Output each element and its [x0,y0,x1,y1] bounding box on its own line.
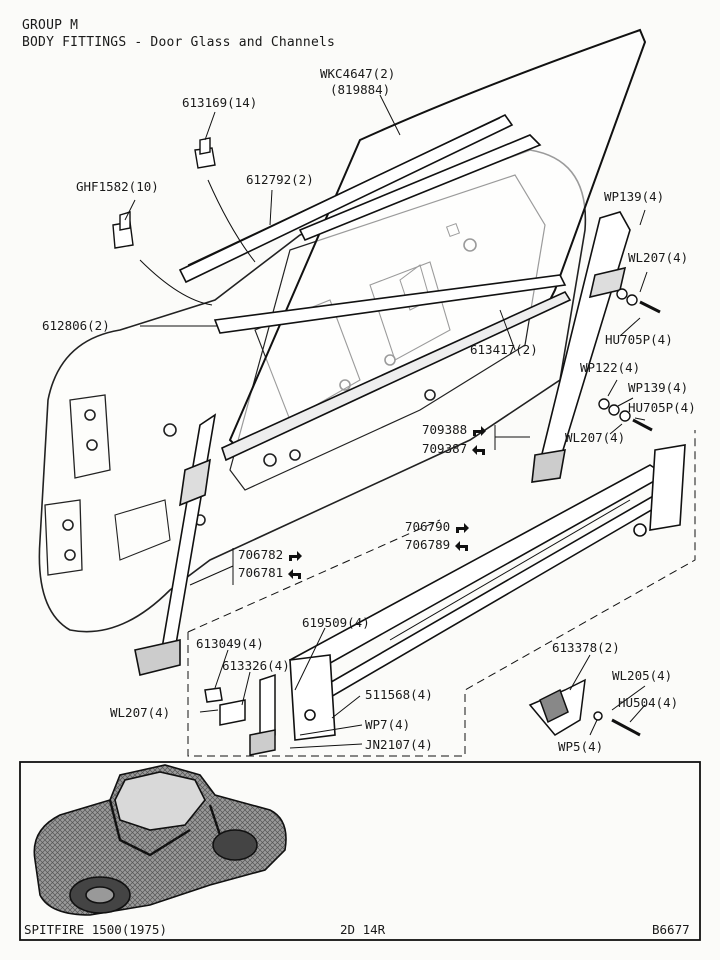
label-706790: 706790 [405,520,470,534]
left-hand-arrow-icon [472,444,486,455]
label-819884: (819884) [330,82,391,97]
label-hu705p-upper: HU705P(4) [605,332,673,347]
label-ghf1582: GHF1582(10) [76,179,159,194]
label-wp122: WP122(4) [580,360,641,375]
group-heading: GROUP M [22,18,79,33]
label-511568: 511568(4) [365,687,433,702]
label-jn2107: JN2107(4) [365,737,433,752]
label-613326: 613326(4) [222,658,290,673]
car-illustration [33,764,287,916]
left-hand-arrow-icon [455,540,469,551]
label-706782-text: 706782 [238,547,284,562]
clip-ghf1582 [112,211,134,249]
footer-code: 2D 14R [340,922,386,937]
label-709387: 709387 [422,442,487,456]
label-wp7: WP7(4) [365,717,411,732]
regulator-group-boundary [187,430,696,757]
right-hand-arrow-icon [289,550,303,561]
label-706782: 706782 [238,548,303,562]
label-709388-text: 709388 [422,422,468,437]
leader-lines [124,94,648,749]
page-title: BODY FITTINGS - Door Glass and Channels [22,35,336,50]
glass-lift-channel [213,274,572,462]
label-613049: 613049(4) [196,636,264,651]
clip-613169 [194,137,216,169]
label-613417: 613417(2) [470,342,538,357]
door-glass [228,28,647,447]
label-706790-text: 706790 [405,519,451,534]
label-hu705p-mid: HU705P(4) [628,400,696,415]
label-709388: 709388 [422,423,487,437]
hardware-upper [598,288,661,432]
glass-top-channel [178,113,542,284]
right-hand-arrow-icon [456,522,470,533]
label-612792: 612792(2) [246,172,314,187]
vehicle-inset-frame [19,761,701,941]
label-wl207-mid: WL207(4) [565,430,626,445]
lift-bracket [204,673,276,756]
label-wp5: WP5(4) [558,739,604,754]
footer-model: SPITFIRE 1500(1975) [24,922,167,937]
label-706781: 706781 [238,566,303,580]
label-619509: 619509(4) [302,615,370,630]
label-wp139-upper: WP139(4) [604,189,665,204]
label-wl205: WL205(4) [612,668,673,683]
label-wl207-lower: WL207(4) [110,705,171,720]
label-612806: 612806(2) [42,318,110,333]
rear-mounting-bracket [528,678,641,737]
label-wl207-upper: WL207(4) [628,250,689,265]
label-706781-text: 706781 [238,565,284,580]
front-glass-channel [134,413,217,676]
label-706789-text: 706789 [405,537,451,552]
label-hu504: HU504(4) [618,695,679,710]
window-regulator [288,444,686,741]
label-wp139-mid: WP139(4) [628,380,689,395]
label-wkc4647: WKC4647(2) [320,66,396,81]
label-613169: 613169(14) [182,95,258,110]
label-709387-text: 709387 [422,441,468,456]
left-hand-arrow-icon [288,568,302,579]
label-613378: 613378(2) [552,640,620,655]
rear-glass-channel [531,211,631,483]
label-706789: 706789 [405,538,470,552]
right-hand-arrow-icon [473,425,487,436]
footer-plate-number: B6677 [652,922,690,937]
